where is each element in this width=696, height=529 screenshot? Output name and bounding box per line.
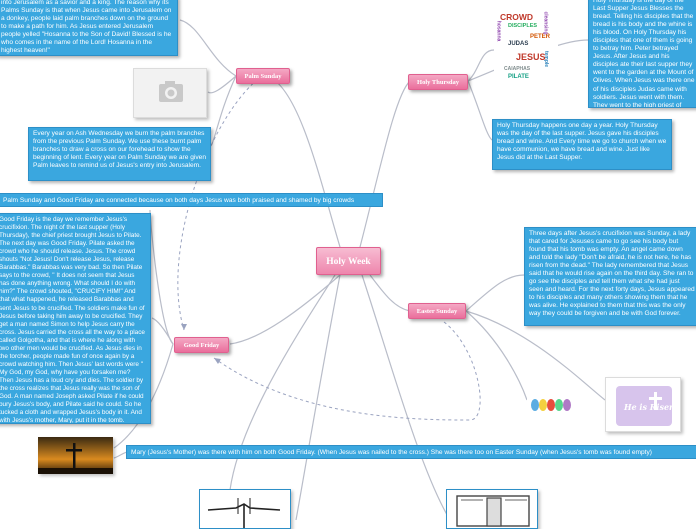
note-mary-presence[interactable]: Mary (Jesus's Mother) was there with him… [126,445,696,459]
note-last-supper[interactable]: Holy Thursday is the day of the Last Sup… [588,0,696,108]
topic-holy-thursday[interactable]: Holy Thursday [408,74,468,90]
word-disciples: DISCIPLES [508,23,538,29]
crucifix-line-drawing[interactable] [199,489,291,529]
note-easter-sunday[interactable]: Three days after Jesus's crucifixion was… [524,227,696,326]
holy-week-word-cloud-image[interactable]: CROWD hosanna DISCIPLES JUDAS PETER JESU… [494,10,558,90]
word-hosanna: hosanna [495,20,502,42]
word-crowd: CROWD [500,12,534,22]
word-pilate: PILATE [508,74,529,80]
note-palm-sunday-entry[interactable]: into Jerusalem as a savior and a king. T… [0,0,178,56]
easter-eggs-image[interactable] [527,390,575,418]
camera-icon [159,81,183,102]
topic-palm-sunday[interactable]: Palm Sunday [236,68,290,84]
word-jesus: JESUS [516,52,546,62]
note-ash-wednesday[interactable]: Every year on Ash Wednesday we burn the … [28,127,211,181]
empty-tomb-line-drawing[interactable] [446,489,538,529]
note-good-friday-story[interactable]: Good Friday is the day we remember Jesus… [0,213,151,424]
word-cleansing: cleansing [542,11,549,35]
central-topic-holy-week[interactable]: Holy Week [316,247,381,275]
note-palm-good-friday-connection[interactable]: Palm Sunday and Good Friday are connecte… [0,193,383,207]
topic-good-friday[interactable]: Good Friday [174,337,229,353]
topic-easter-sunday[interactable]: Easter Sunday [408,303,466,319]
word-peter: PETER [530,34,551,40]
word-judas: JUDAS [508,41,529,47]
he-is-risen-text: He is Risen! [624,402,679,412]
image-placeholder[interactable] [133,68,207,118]
word-caiaphas: CAIAPHAS [504,66,531,72]
note-holy-thursday[interactable]: Holy Thursday happens one day a year. Ho… [492,119,672,170]
crucifixion-sunset-image[interactable] [38,437,113,474]
word-temple: temple [543,50,550,68]
he-is-risen-image[interactable]: He is Risen! [605,377,681,432]
